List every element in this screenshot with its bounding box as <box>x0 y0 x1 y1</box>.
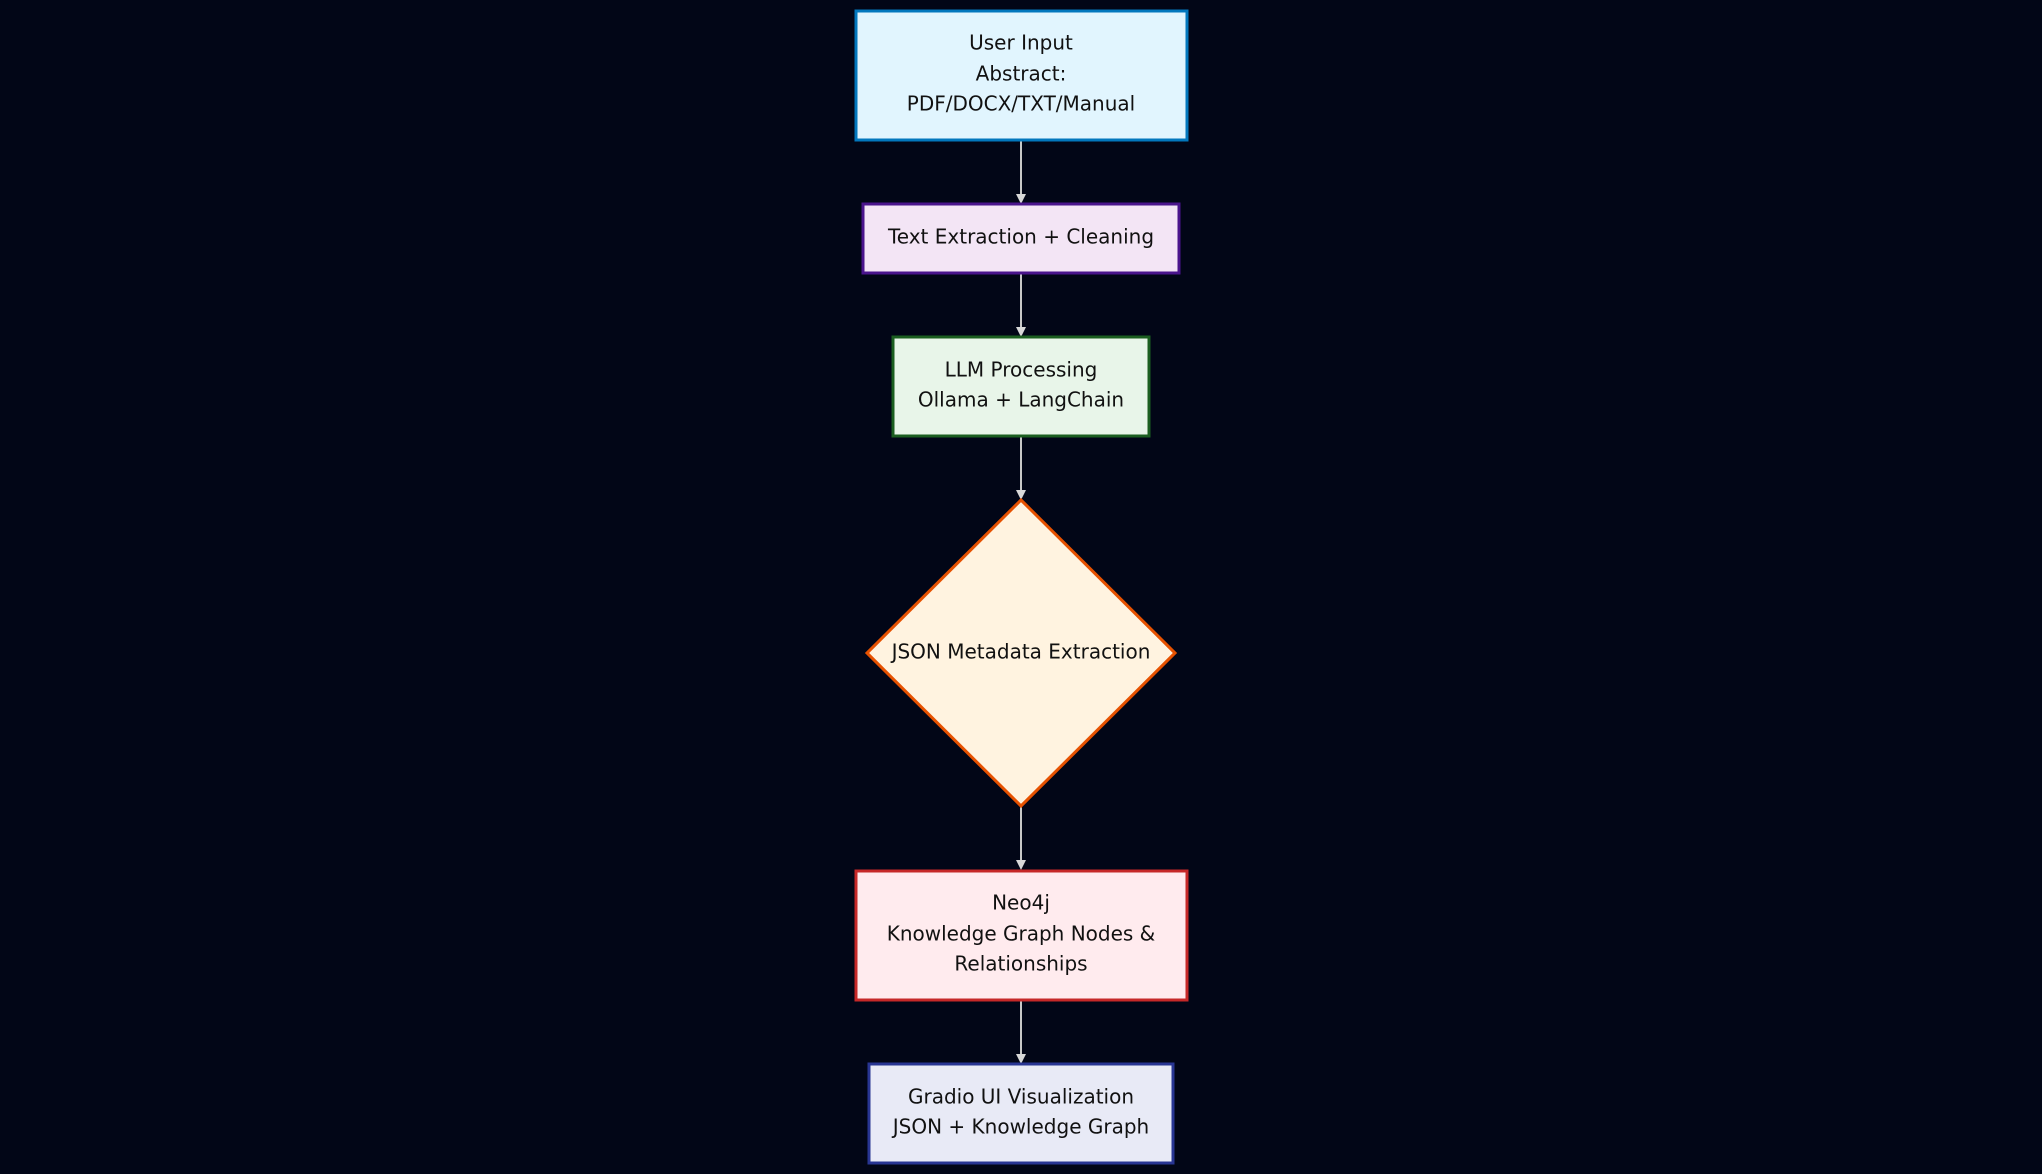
node-gradio-ui-box <box>869 1064 1173 1163</box>
node-neo4j-box <box>856 871 1187 1000</box>
node-text-extraction-box <box>863 204 1179 273</box>
node-llm-processing-line-1: LLM Processing <box>945 358 1098 382</box>
node-llm-processing[interactable]: LLM Processing Ollama + LangChain <box>891 335 1151 438</box>
node-user-input-box <box>856 11 1187 140</box>
arrowhead-icon <box>1016 327 1026 337</box>
node-neo4j-line-2: Knowledge Graph Nodes & <box>887 922 1156 946</box>
node-gradio-ui[interactable]: Gradio UI Visualization JSON + Knowledge… <box>867 1062 1175 1165</box>
arrowhead-icon <box>1016 490 1026 500</box>
edges-layer <box>1016 140 1026 1064</box>
arrowhead-icon <box>1016 860 1026 870</box>
arrowhead-icon <box>1016 194 1026 204</box>
node-user-input-border <box>854 9 1189 142</box>
node-neo4j[interactable]: Neo4j Knowledge Graph Nodes & Relationsh… <box>854 869 1189 1002</box>
node-user-input-line-1: User Input <box>969 31 1073 55</box>
nodes-layer: User Input Abstract: PDF/DOCX/TXT/Manual… <box>854 9 1189 1165</box>
node-gradio-ui-line-1: Gradio UI Visualization <box>908 1085 1134 1109</box>
node-text-extraction-line-1: Text Extraction + Cleaning <box>887 225 1154 249</box>
node-user-input-line-2: Abstract: <box>976 62 1067 86</box>
node-neo4j-border <box>854 869 1189 1002</box>
node-gradio-ui-border <box>867 1062 1175 1165</box>
node-neo4j-line-1: Neo4j <box>992 891 1050 915</box>
node-user-input[interactable]: User Input Abstract: PDF/DOCX/TXT/Manual <box>854 9 1189 142</box>
node-llm-processing-box <box>893 337 1149 436</box>
node-json-metadata-border <box>864 497 1178 809</box>
node-gradio-ui-line-2: JSON + Knowledge Graph <box>891 1115 1149 1139</box>
node-llm-processing-border <box>891 335 1151 438</box>
node-json-metadata-line-1: JSON Metadata Extraction <box>890 640 1151 664</box>
node-text-extraction[interactable]: Text Extraction + Cleaning <box>861 202 1181 275</box>
node-user-input-line-3: PDF/DOCX/TXT/Manual <box>907 92 1135 116</box>
node-json-metadata[interactable]: JSON Metadata Extraction <box>864 497 1178 809</box>
node-llm-processing-line-2: Ollama + LangChain <box>918 388 1124 412</box>
node-text-extraction-border <box>861 202 1181 275</box>
node-neo4j-line-3: Relationships <box>954 952 1087 976</box>
arrowhead-icon <box>1016 1054 1026 1064</box>
